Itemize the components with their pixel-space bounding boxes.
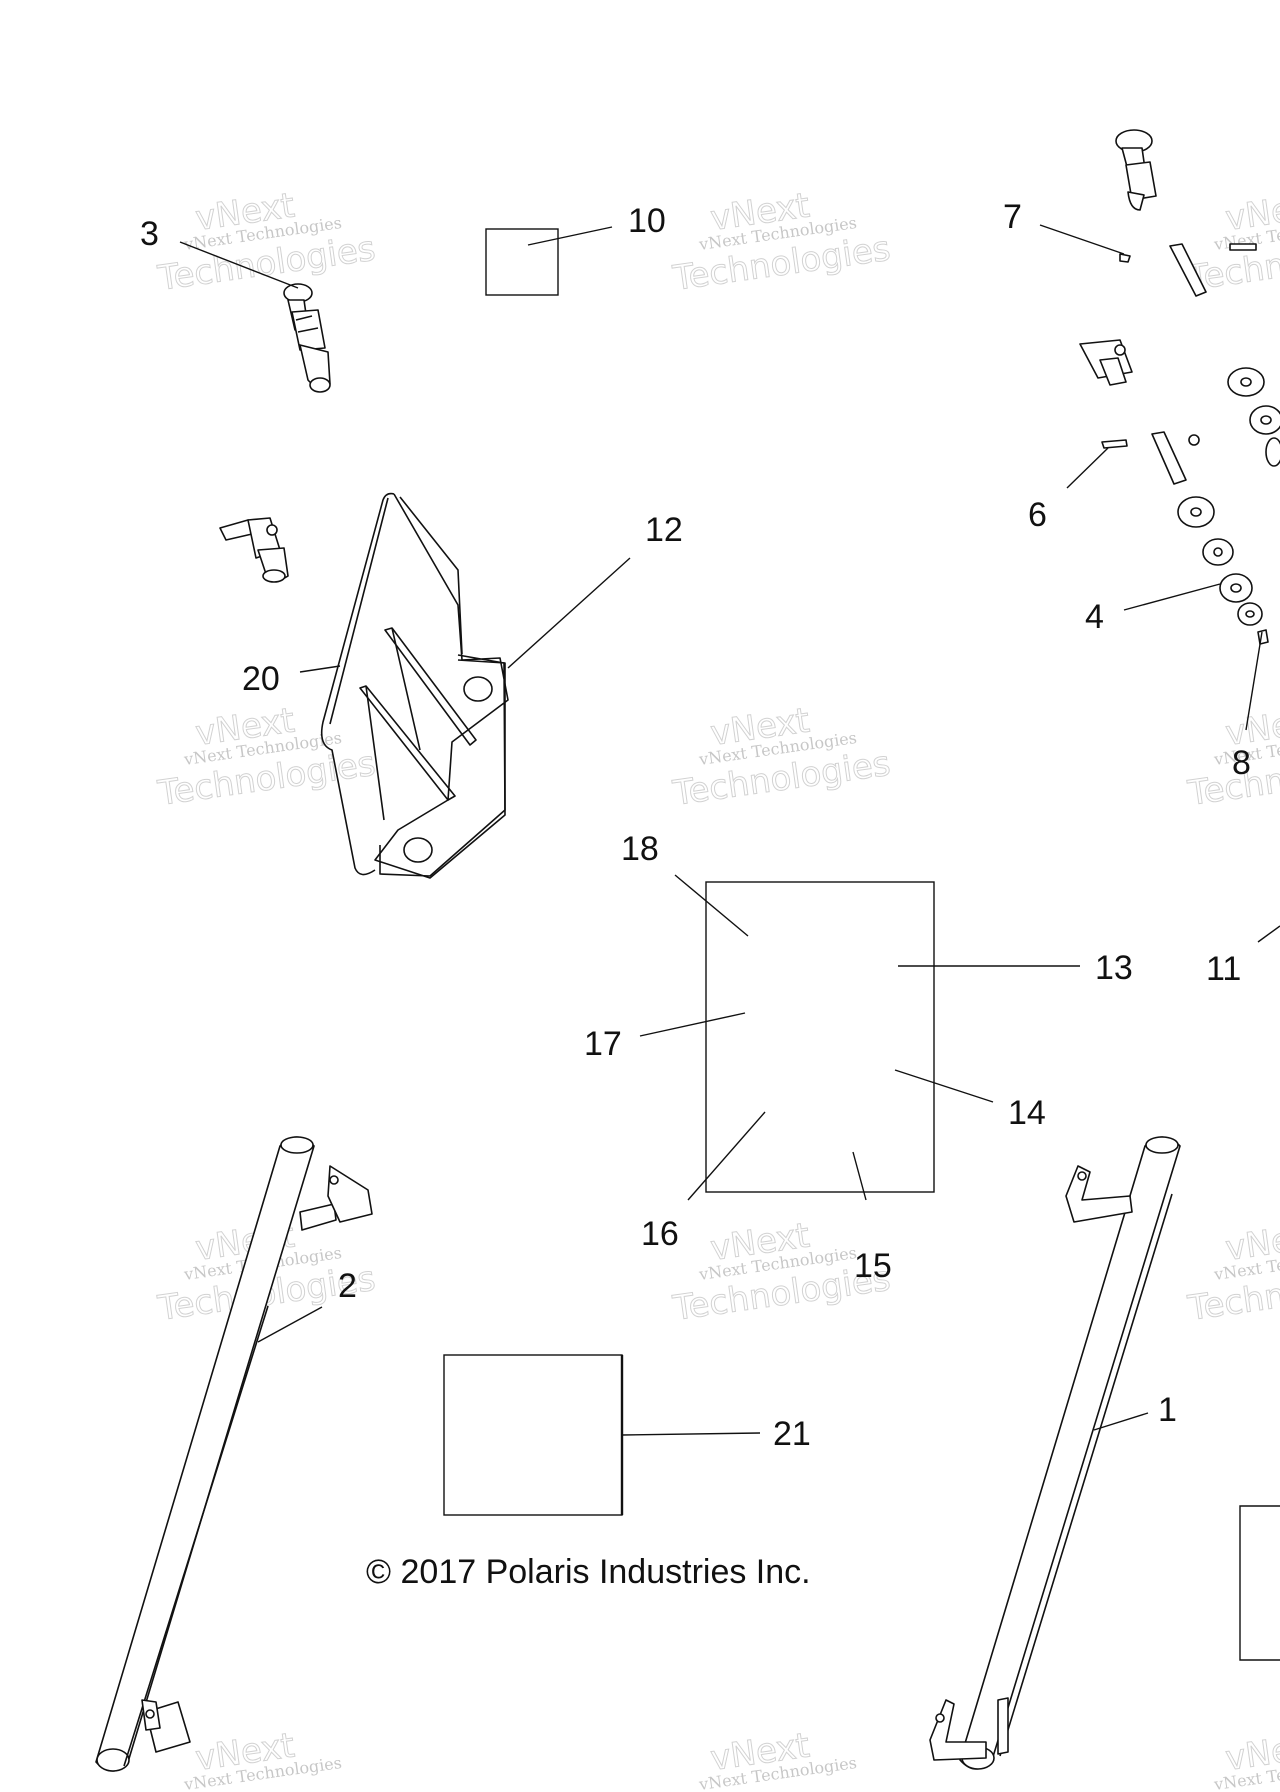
leader-7 <box>1039 224 1125 255</box>
part-7-latch-upper <box>1115 129 1157 211</box>
pin-small-right <box>1229 243 1257 251</box>
leader-1 <box>1093 1412 1149 1431</box>
part-2-tube <box>95 1136 373 1772</box>
callouts: 3 10 7 6 4 8 11 12 20 18 13 17 14 16 15 … <box>140 198 1251 1453</box>
part-4-bushings <box>1177 367 1280 645</box>
callout-10: 10 <box>628 202 666 240</box>
part-12-20-bracket <box>320 492 509 879</box>
decal-sheet-box <box>705 881 935 1193</box>
leader-10 <box>527 226 613 246</box>
watermark: vNext vNext Technologies <box>182 1725 343 1792</box>
nut <box>1188 434 1200 446</box>
part-latch-small <box>219 517 289 583</box>
leader-12 <box>507 557 631 669</box>
callout-13: 13 <box>1095 949 1133 987</box>
callout-18: 18 <box>621 830 659 868</box>
leader-3 <box>179 241 299 289</box>
part-10-decal <box>485 228 559 296</box>
callout-16: 16 <box>641 1215 679 1253</box>
tube-bracket-upper-right <box>1065 1165 1133 1223</box>
pin-upper <box>1169 243 1207 297</box>
leader-21 <box>621 1432 761 1436</box>
part-1-tube <box>929 1136 1181 1770</box>
copyright-text: © 2017 Polaris Industries Inc. <box>366 1553 811 1591</box>
leader-2 <box>257 1306 323 1343</box>
callout-1: 1 <box>1158 1391 1177 1429</box>
callout-17: 17 <box>584 1025 622 1063</box>
tube-bracket-lower-right <box>929 1697 1009 1761</box>
watermark: vNext vNext Technologies Technologies <box>1184 700 1280 814</box>
tube-bracket-upper <box>299 1165 373 1231</box>
leader-17 <box>639 1012 746 1037</box>
leader-15 <box>852 1151 867 1201</box>
tube-bracket-lower <box>141 1699 191 1753</box>
callout-8: 8 <box>1232 744 1251 782</box>
watermark: vNext vNext Technologies Technologies <box>1184 1215 1280 1329</box>
partial-box-right <box>1239 1505 1280 1661</box>
part-latch-mid-right <box>1079 339 1133 386</box>
watermark: vNext vNext Technologies <box>697 1725 858 1792</box>
callout-7: 7 <box>1003 198 1022 236</box>
part-21-decal <box>443 1354 624 1516</box>
watermark: vNext vNext Technologies <box>1212 1725 1280 1792</box>
watermark: vNext vNext Technologies Technologies <box>154 700 378 814</box>
watermark: vNext vNext Technologies Technologies <box>154 185 378 299</box>
callout-12: 12 <box>645 511 683 549</box>
leader-18 <box>674 874 749 937</box>
callout-2: 2 <box>338 1267 357 1305</box>
part-7-clip <box>1119 253 1131 263</box>
callout-21: 21 <box>773 1415 811 1453</box>
leader-20 <box>299 665 341 673</box>
callout-4: 4 <box>1085 598 1104 636</box>
callout-3: 3 <box>140 215 159 253</box>
part-3-latch <box>283 283 331 393</box>
leader-4 <box>1123 583 1221 611</box>
leader-8 <box>1245 631 1263 731</box>
callout-6: 6 <box>1028 496 1047 534</box>
leader-14 <box>894 1069 994 1103</box>
part-6-cotter-pin <box>1101 439 1128 449</box>
leader-lines <box>179 224 1280 1436</box>
callout-20: 20 <box>242 660 280 698</box>
pin-lower <box>1151 431 1187 485</box>
watermark: vNext vNext Technologies Technologies <box>669 700 893 814</box>
leader-11 <box>1257 925 1280 943</box>
leader-16 <box>687 1111 766 1201</box>
watermark: vNext vNext Technologies Technologies <box>669 185 893 299</box>
leader-6 <box>1066 447 1109 489</box>
callout-14: 14 <box>1008 1094 1046 1132</box>
callout-11: 11 <box>1206 950 1241 988</box>
callout-15: 15 <box>854 1247 892 1285</box>
